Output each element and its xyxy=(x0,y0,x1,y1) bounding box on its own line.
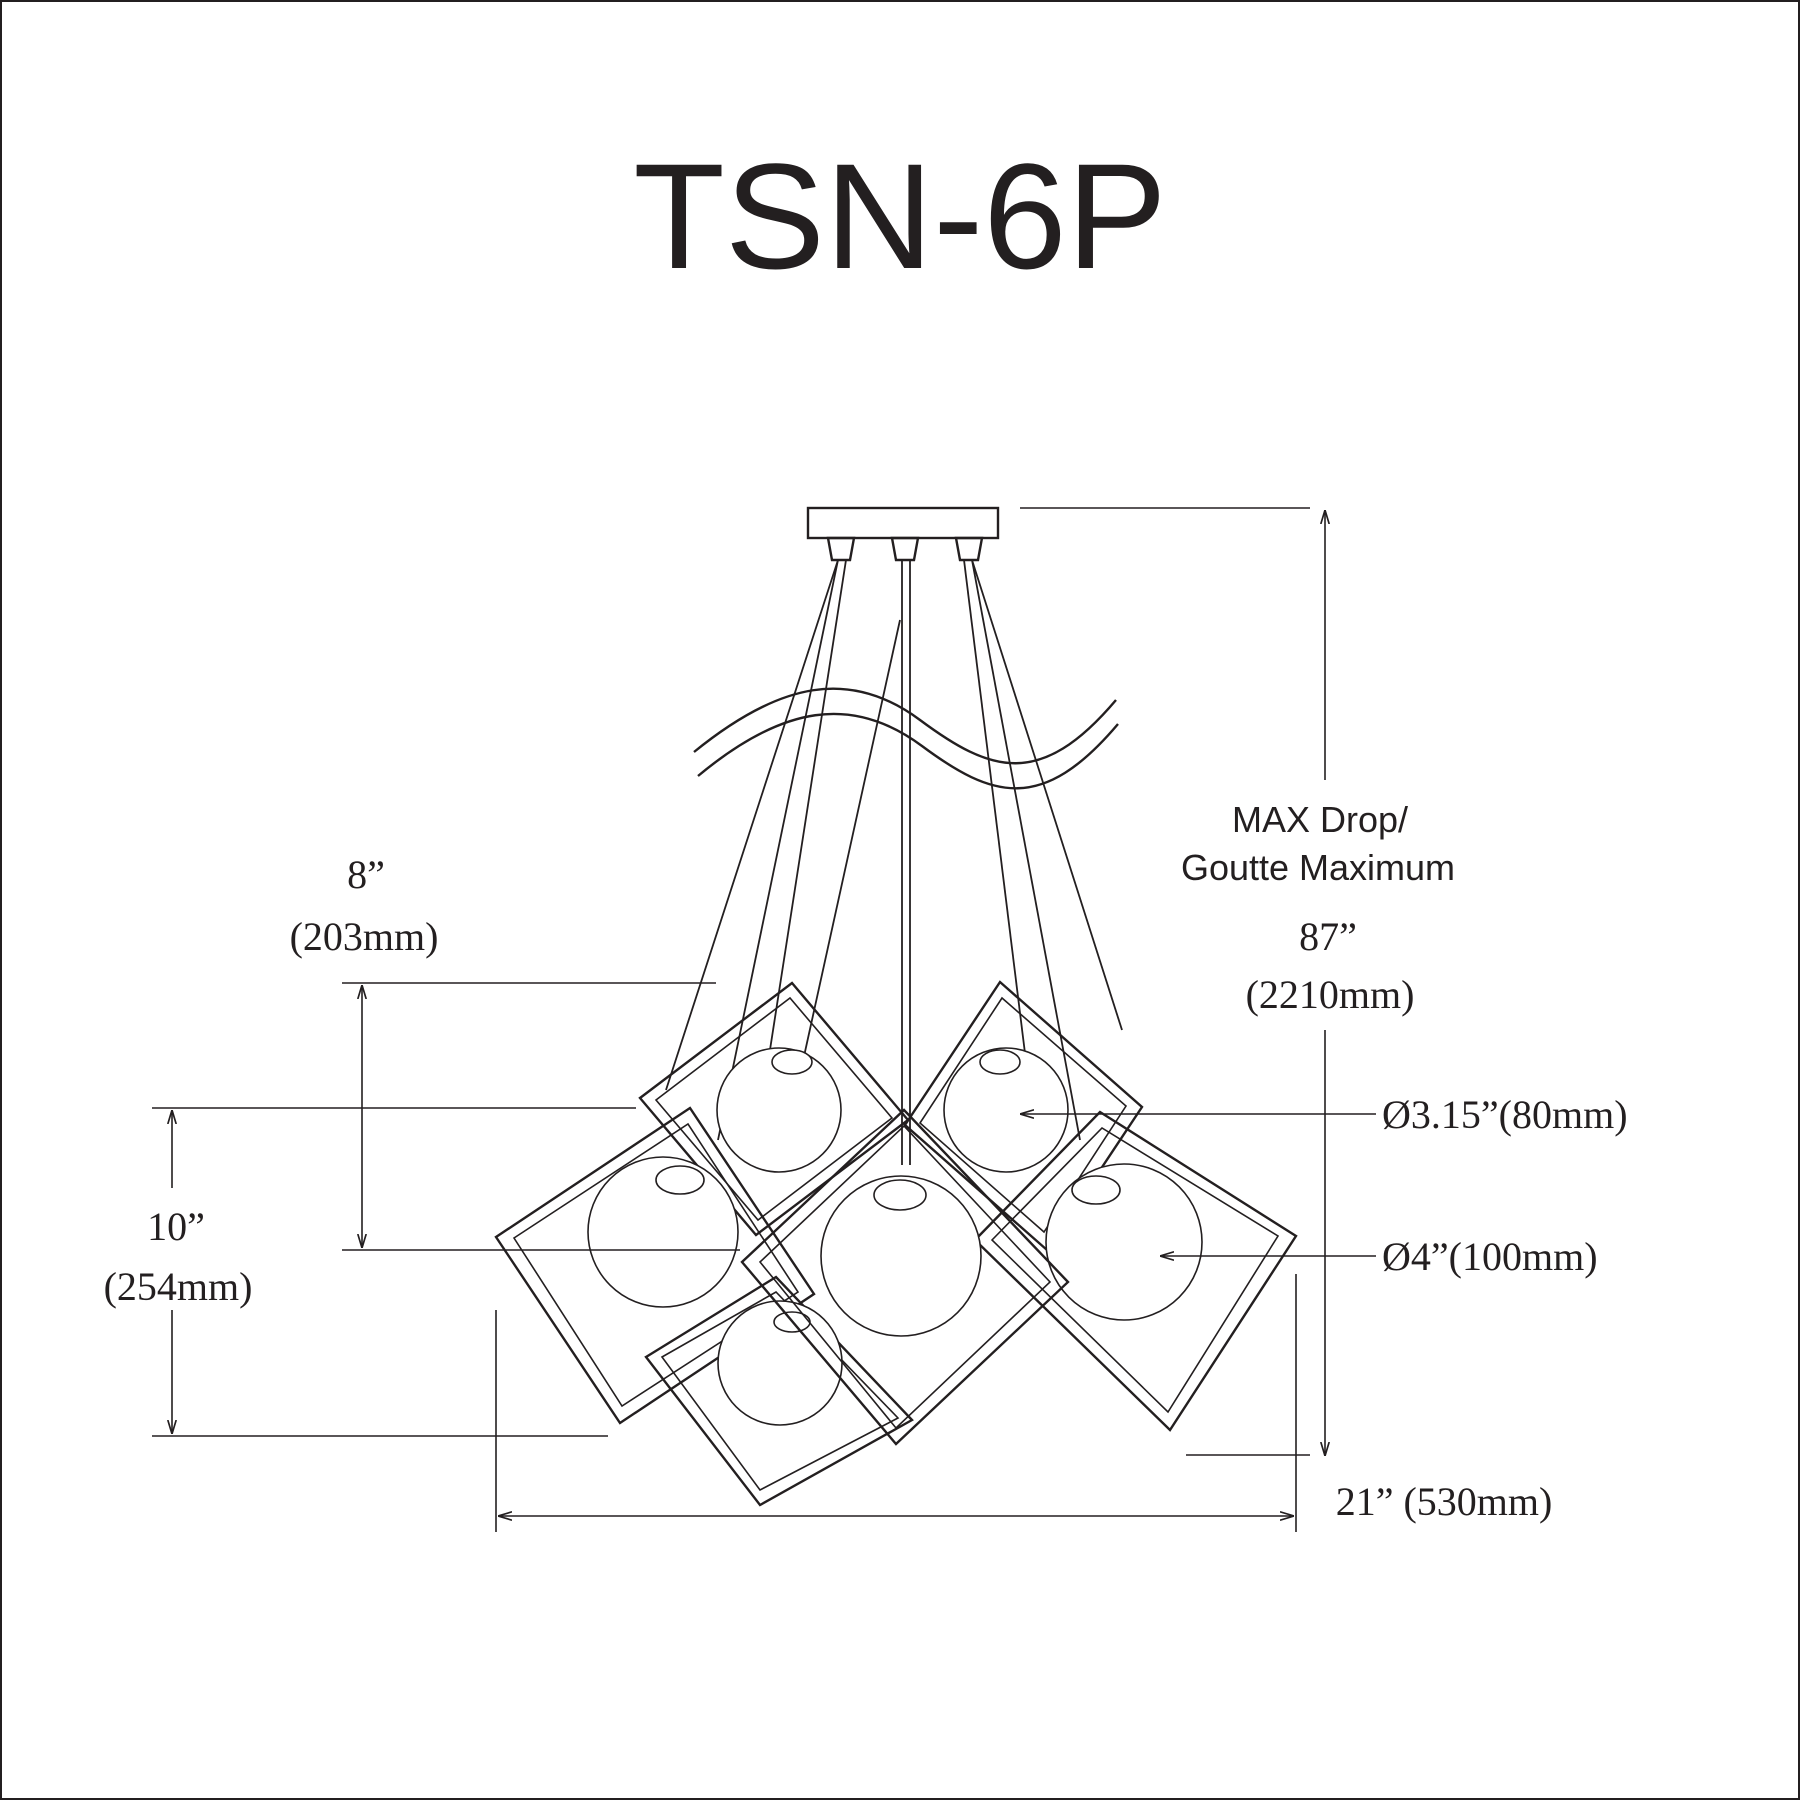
globe-offset-metric: (254mm) xyxy=(104,1264,253,1309)
max-drop-label-line2: Goutte Maximum xyxy=(1181,847,1455,888)
pendant-cords xyxy=(665,559,1123,1165)
globe-offset-imperial: 10” xyxy=(147,1204,205,1249)
width-dimension: 21” (530mm) xyxy=(1336,1479,1553,1524)
pendant-center xyxy=(740,1108,1070,1446)
canopy xyxy=(806,506,1000,562)
frame-height-imperial: 8” xyxy=(347,852,385,897)
large-globe-diameter: Ø4”(100mm) xyxy=(1382,1234,1598,1279)
cord-break xyxy=(693,687,1119,790)
dimension-globe-offset xyxy=(152,1107,636,1437)
pendant-back-right xyxy=(903,980,1144,1252)
pendant-right xyxy=(973,1110,1298,1432)
max-drop-label-line1: MAX Drop/ xyxy=(1232,799,1408,840)
dimension-max-drop xyxy=(1020,507,1325,1456)
dimension-frame-height xyxy=(342,982,740,1251)
max-drop-imperial: 87” xyxy=(1299,914,1357,959)
product-title: TSN-6P xyxy=(633,132,1166,300)
small-globe-diameter: Ø3.15”(80mm) xyxy=(1382,1092,1628,1137)
max-drop-metric: (2210mm) xyxy=(1246,972,1415,1017)
dimension-width xyxy=(495,1274,1297,1532)
pendant-left xyxy=(494,1106,816,1425)
frame-height-metric: (203mm) xyxy=(290,914,439,959)
